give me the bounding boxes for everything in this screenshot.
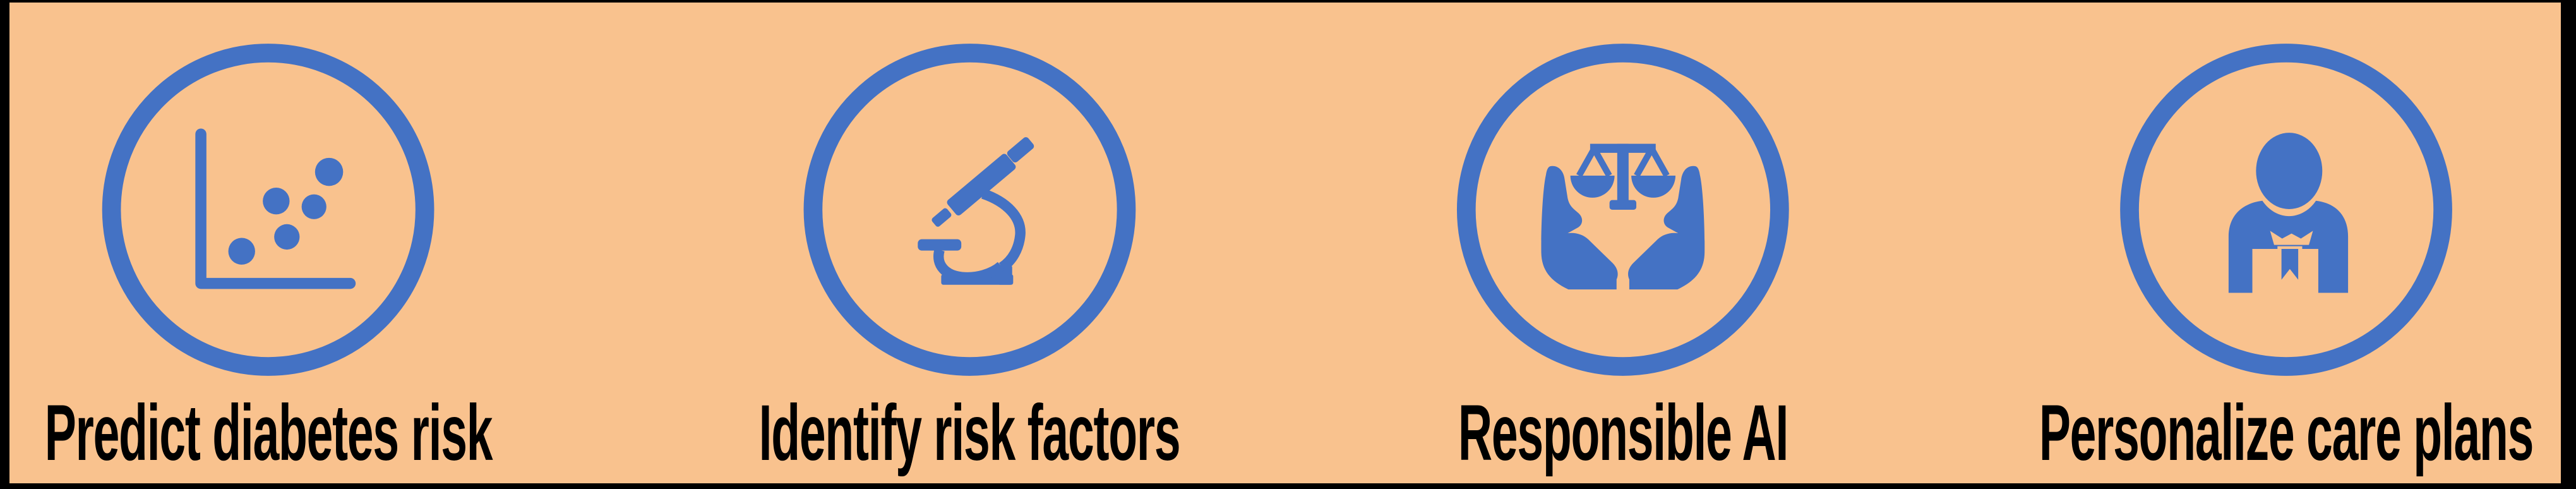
feature-label: Predict diabetes risk: [44, 389, 493, 477]
microscope-icon: [803, 44, 1135, 376]
feature-personalize-care-plans: Personalize care plans: [1874, 42, 2561, 473]
feature-identify-risk-factors: Identify risk factors: [618, 42, 1320, 473]
scatter-chart-icon: [102, 44, 434, 376]
feature-predict-diabetes-risk: Predict diabetes risk: [9, 42, 641, 473]
feature-label: Responsible AI: [1458, 389, 1788, 477]
feature-banner: Predict diabetes risk Identify: [9, 3, 2561, 483]
person-award-icon: [2120, 44, 2452, 376]
scales-in-hands-icon: [1457, 44, 1789, 376]
feature-label: Identify risk factors: [758, 389, 1181, 477]
feature-label: Personalize care plans: [2039, 389, 2534, 477]
feature-responsible-ai: Responsible AI: [1348, 42, 1898, 473]
